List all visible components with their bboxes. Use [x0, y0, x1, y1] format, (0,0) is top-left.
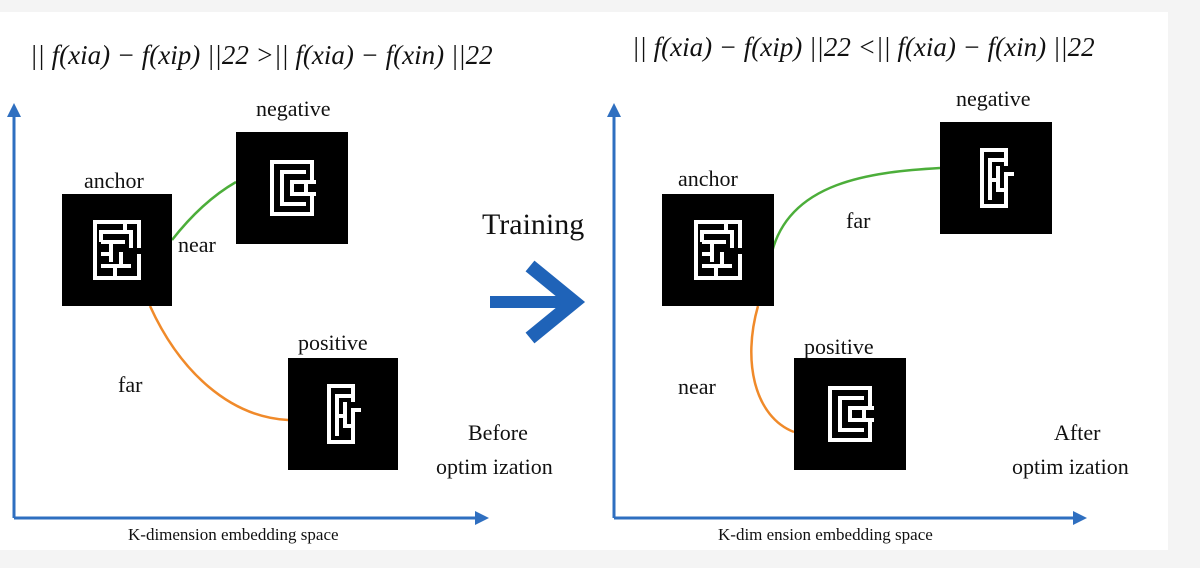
- right-near-edge: [750, 305, 795, 434]
- right-far-edge: [770, 166, 941, 253]
- right-caption-line1: After: [1054, 420, 1101, 445]
- left-near-edge: [171, 180, 237, 241]
- right-positive-label: positive: [804, 334, 874, 359]
- left-far-label: far: [118, 372, 143, 397]
- left-anchor-label: anchor: [84, 168, 145, 193]
- right-axis-label: K-dim ension embedding space: [718, 525, 933, 544]
- left-anchor-tile: [62, 194, 172, 306]
- left-negative-label: negative: [256, 96, 331, 121]
- diagram-svg: || f(xia) − f(xip) ||22 >|| f(xia) − f(x…: [7, 32, 1129, 544]
- left-caption-line1: Before: [468, 420, 528, 445]
- right-positive-tile: [794, 358, 906, 470]
- right-negative-tile: [940, 122, 1052, 234]
- right-far-label: far: [846, 208, 871, 233]
- diagram-canvas: || f(xia) − f(xip) ||22 >|| f(xia) − f(x…: [0, 12, 1168, 550]
- left-near-label: near: [178, 232, 217, 257]
- left-caption-line2: optim ization: [436, 454, 553, 479]
- title-right-formula: || f(xia) − f(xip) ||22 <|| f(xia) − f(x…: [632, 32, 1095, 62]
- training-arrow-icon: [490, 260, 586, 344]
- left-far-edge: [148, 305, 289, 422]
- left-positive-tile: [288, 358, 398, 470]
- left-negative-tile: [236, 132, 348, 244]
- left-axis-label: K-dimension embedding space: [128, 525, 339, 544]
- right-negative-label: negative: [956, 86, 1031, 111]
- training-label: Training: [482, 208, 584, 241]
- right-anchor-label: anchor: [678, 166, 739, 191]
- title-left-formula: || f(xia) − f(xip) ||22 >|| f(xia) − f(x…: [30, 40, 493, 70]
- left-positive-label: positive: [298, 330, 368, 355]
- right-anchor-tile: [662, 194, 774, 306]
- right-caption-line2: optim ization: [1012, 454, 1129, 479]
- right-near-label: near: [678, 374, 717, 399]
